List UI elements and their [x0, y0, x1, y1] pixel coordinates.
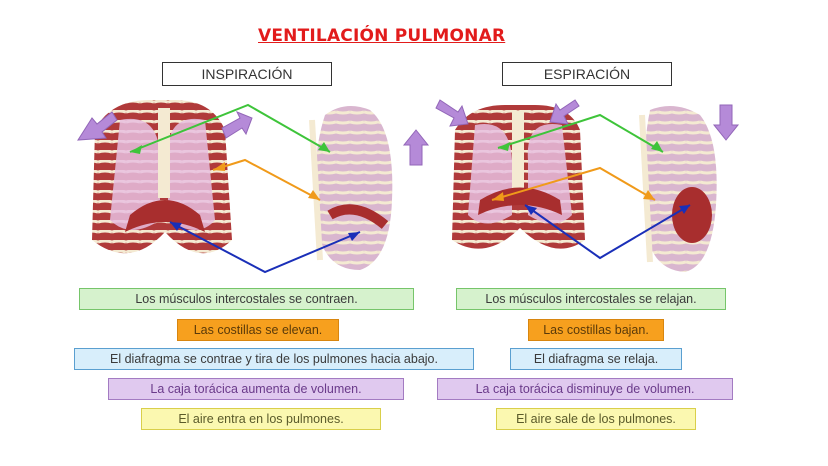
purple-arrow-icon	[221, 111, 253, 139]
purple-arrow-icon	[712, 104, 740, 141]
espiracion-volumen-label: La caja torácica disminuye de volumen.	[437, 378, 733, 400]
purple-arrow-icon	[77, 111, 118, 141]
green-arrow-icon	[497, 113, 664, 153]
page-title: VENTILACIÓN PULMONAR	[258, 26, 506, 46]
espiracion-aire-label: El aire sale de los pulmones.	[496, 408, 696, 430]
espiracion-diafragma-label: El diafragma se relaja.	[510, 348, 682, 370]
purple-arrow-icon	[435, 99, 469, 127]
espiracion-heading: ESPIRACIÓN	[502, 62, 672, 86]
espiracion-costillas-label: Las costillas bajan.	[528, 319, 664, 341]
inspiracion-heading: INSPIRACIÓN	[162, 62, 332, 86]
purple-arrow-icon	[549, 99, 580, 125]
inspiracion-volumen-label: La caja torácica aumenta de volumen.	[108, 378, 404, 400]
espiracion-side-ribcage	[639, 106, 717, 272]
inspiracion-side-ribcage	[309, 106, 393, 270]
blue-arrow-icon	[169, 221, 361, 274]
inspiracion-diafragma-label: El diafragma se contrae y tira de los pu…	[74, 348, 474, 370]
orange-arrow-icon	[491, 166, 656, 201]
inspiracion-intercostales-label: Los músculos intercostales se contraen.	[79, 288, 414, 310]
inspiracion-aire-label: El aire entra en los pulmones.	[141, 408, 381, 430]
espiracion-intercostales-label: Los músculos intercostales se relajan.	[456, 288, 726, 310]
green-arrow-icon	[129, 103, 331, 153]
purple-arrow-icon	[402, 129, 430, 166]
blue-arrow-icon	[524, 204, 691, 260]
inspiracion-costillas-label: Las costillas se elevan.	[177, 319, 339, 341]
inspiracion-front-ribcage	[92, 100, 232, 254]
